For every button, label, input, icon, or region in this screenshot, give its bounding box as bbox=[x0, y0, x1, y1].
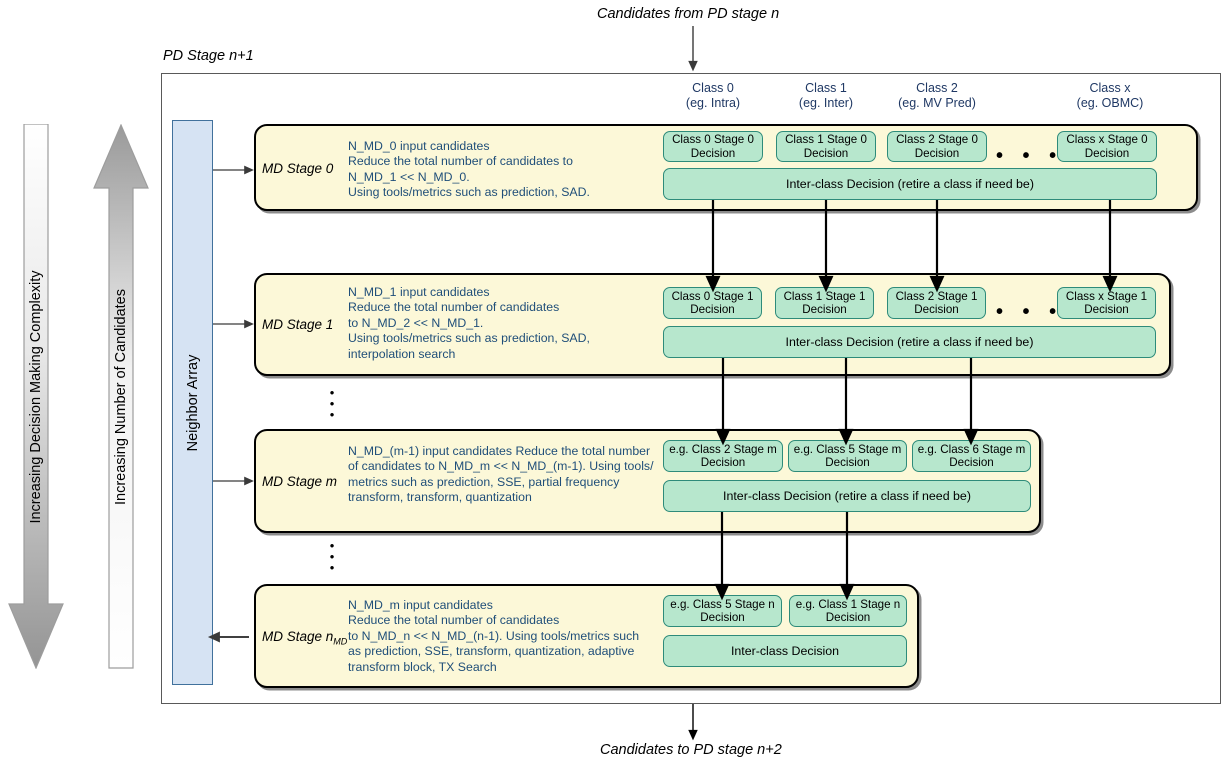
decision-box-sm-c6[interactable]: e.g. Class 6 Stage m Decision bbox=[912, 440, 1031, 472]
inter-class-decision-sm[interactable]: Inter-class Decision (retire a class if … bbox=[663, 480, 1031, 512]
md-stage-1-name-text: MD Stage 1 bbox=[262, 317, 334, 332]
ellipsis-between-sm-sn: ••• bbox=[329, 538, 335, 575]
md-stage-0-name-text: MD Stage 0 bbox=[262, 161, 334, 176]
md-stage-0-name: MD Stage 0 bbox=[262, 161, 333, 176]
class-header-3: Class x (eg. OBMC) bbox=[1052, 81, 1168, 111]
class-header-0: Class 0 (eg. Intra) bbox=[655, 81, 771, 111]
ellipsis-stage-0: • • • bbox=[996, 145, 1064, 167]
md-stage-0-description: N_MD_0 input candidates Reduce the total… bbox=[348, 139, 590, 200]
class-header-1-example: (eg. Inter) bbox=[798, 96, 854, 110]
pd-stage-title: PD Stage n+1 bbox=[163, 48, 254, 64]
md-stage-m-description: N_MD_(m-1) input candidates Reduce the t… bbox=[348, 444, 654, 505]
candidates-arrow: Increasing Number of Candidates bbox=[93, 123, 149, 669]
md-stage-n-name: MD Stage nMD bbox=[262, 629, 347, 647]
md-stage-n-name-sub: MD bbox=[333, 636, 348, 647]
class-header-2: Class 2 (eg. MV Pred) bbox=[879, 81, 995, 111]
decision-box-sm-c2[interactable]: e.g. Class 2 Stage m Decision bbox=[663, 440, 783, 472]
complexity-arrow-label: Increasing Decision Making Complexity bbox=[28, 269, 44, 524]
inter-class-decision-s1[interactable]: Inter-class Decision (retire a class if … bbox=[663, 326, 1156, 358]
class-header-3-name: Class x bbox=[1089, 81, 1131, 95]
decision-box-s0-c2[interactable]: Class 2 Stage 0 Decision bbox=[887, 131, 987, 162]
decision-box-sn-c5[interactable]: e.g. Class 5 Stage n Decision bbox=[663, 595, 782, 627]
decision-box-s1-c0[interactable]: Class 0 Stage 1 Decision bbox=[663, 287, 762, 319]
md-stage-m-name-text: MD Stage m bbox=[262, 474, 338, 489]
md-stage-n-name-text: MD Stage n bbox=[262, 629, 334, 644]
md-stage-m-name: MD Stage m bbox=[262, 474, 337, 489]
decision-box-s0-cx[interactable]: Class x Stage 0 Decision bbox=[1057, 131, 1157, 162]
decision-box-s0-c0[interactable]: Class 0 Stage 0 Decision bbox=[663, 131, 763, 162]
ellipsis-between-s1-sm: ••• bbox=[329, 385, 335, 422]
class-header-1-name: Class 1 bbox=[805, 81, 847, 95]
class-header-0-name: Class 0 bbox=[692, 81, 734, 95]
inter-class-decision-sn[interactable]: Inter-class Decision bbox=[663, 635, 907, 667]
ellipsis-stage-1: • • • bbox=[996, 301, 1064, 323]
md-stage-1-description: N_MD_1 input candidates Reduce the total… bbox=[348, 285, 590, 361]
neighbor-array: Neighbor Array bbox=[172, 120, 213, 685]
decision-box-sn-c1[interactable]: e.g. Class 1 Stage n Decision bbox=[789, 595, 907, 627]
decision-box-sm-c5[interactable]: e.g. Class 5 Stage m Decision bbox=[788, 440, 907, 472]
top-caption: Candidates from PD stage n bbox=[597, 6, 780, 22]
decision-box-s0-c1[interactable]: Class 1 Stage 0 Decision bbox=[776, 131, 876, 162]
candidates-arrow-label: Increasing Number of Candidates bbox=[113, 288, 129, 505]
decision-box-s1-c1[interactable]: Class 1 Stage 1 Decision bbox=[775, 287, 874, 319]
md-stage-n-description: N_MD_m input candidates Reduce the total… bbox=[348, 598, 640, 674]
decision-box-s1-c2[interactable]: Class 2 Stage 1 Decision bbox=[887, 287, 986, 319]
class-header-2-name: Class 2 bbox=[916, 81, 958, 95]
complexity-arrow: Increasing Decision Making Complexity bbox=[8, 123, 64, 670]
class-header-1: Class 1 (eg. Inter) bbox=[768, 81, 884, 111]
class-header-2-example: (eg. MV Pred) bbox=[898, 96, 976, 110]
neighbor-array-label: Neighbor Array bbox=[184, 354, 201, 451]
md-stage-1-name: MD Stage 1 bbox=[262, 317, 333, 332]
decision-box-s1-cx[interactable]: Class x Stage 1 Decision bbox=[1057, 287, 1156, 319]
class-header-3-example: (eg. OBMC) bbox=[1076, 96, 1144, 110]
class-header-0-example: (eg. Intra) bbox=[685, 96, 741, 110]
bottom-caption: Candidates to PD stage n+2 bbox=[600, 742, 782, 758]
inter-class-decision-s0[interactable]: Inter-class Decision (retire a class if … bbox=[663, 168, 1157, 200]
